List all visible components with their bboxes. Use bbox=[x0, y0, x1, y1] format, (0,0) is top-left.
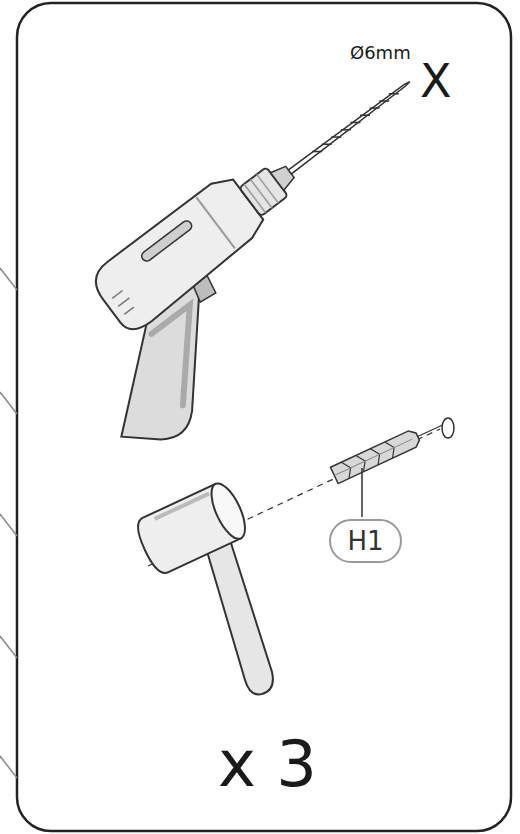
part-id: H1 bbox=[347, 526, 383, 556]
dimension-label: Ø6mm bbox=[350, 44, 411, 62]
leader-line bbox=[361, 468, 363, 517]
washer bbox=[442, 418, 454, 438]
quantity-label: x 3 bbox=[218, 732, 317, 796]
cross-mark: X bbox=[420, 58, 452, 104]
panel-border bbox=[17, 3, 511, 831]
mallet bbox=[132, 479, 273, 695]
side-lines bbox=[0, 268, 17, 778]
drill bbox=[32, 51, 496, 463]
part-id-box: H1 bbox=[329, 519, 402, 563]
wall-plug bbox=[331, 415, 450, 483]
